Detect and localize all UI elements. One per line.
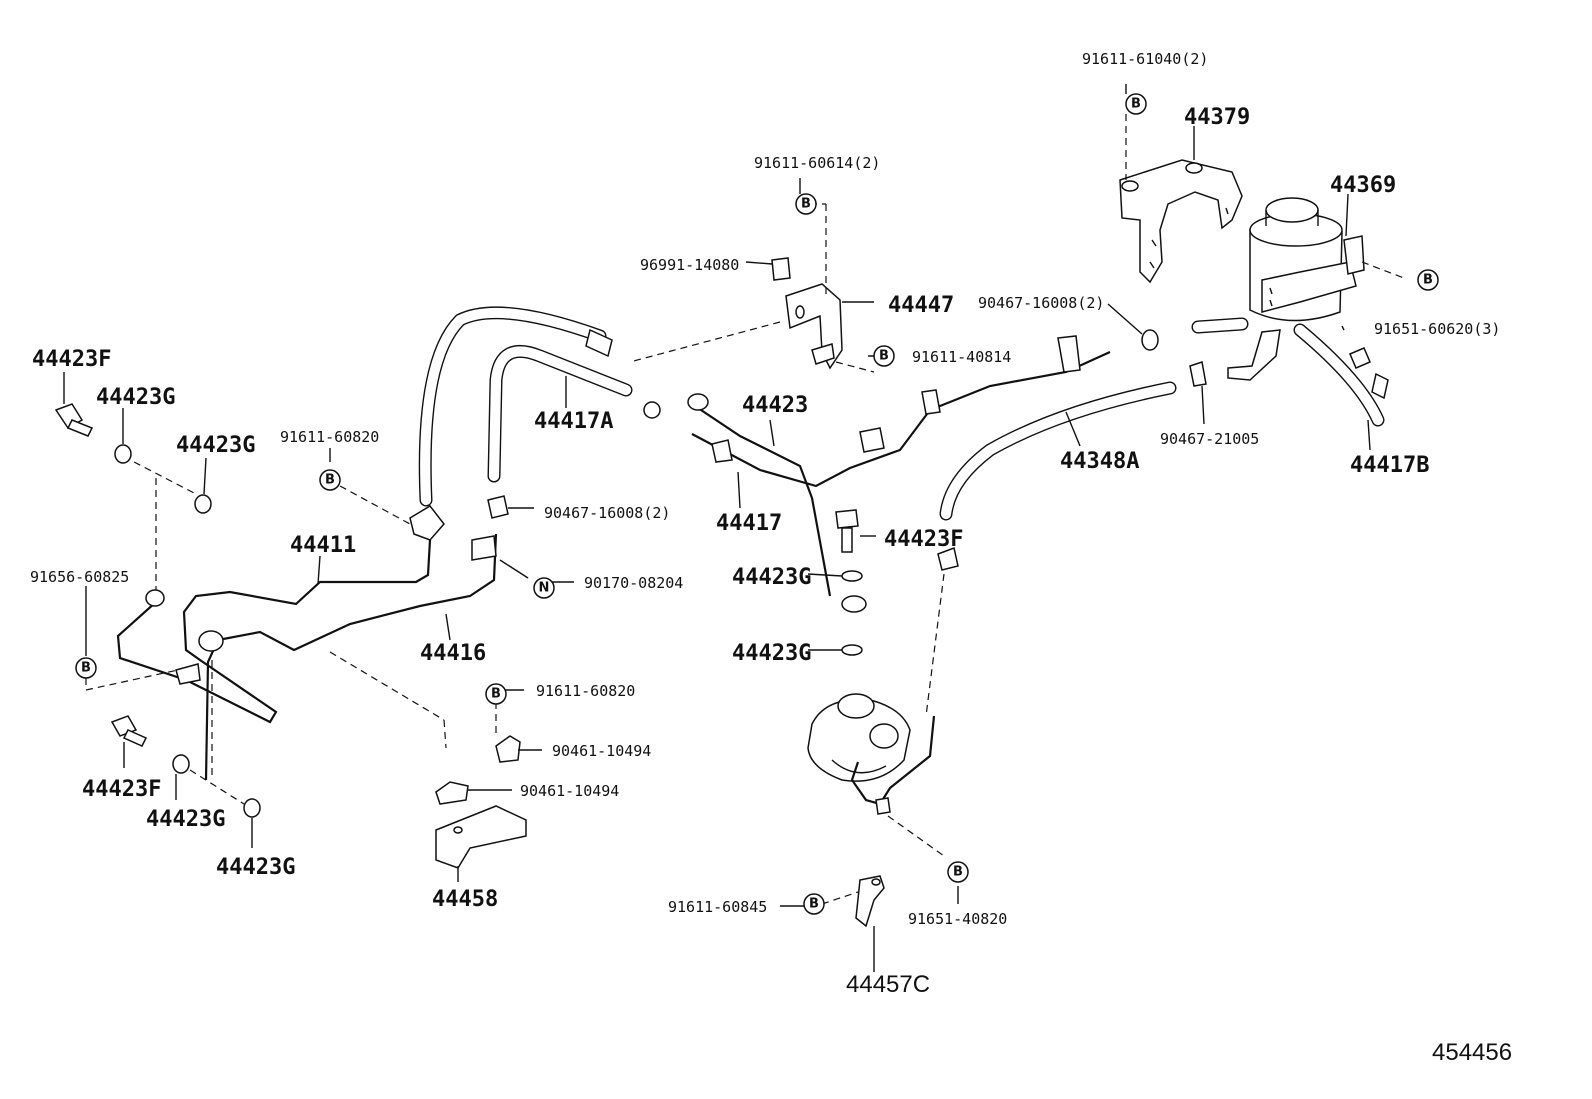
label-44379: 44379	[1184, 105, 1250, 130]
svg-text:B: B	[801, 197, 811, 212]
clamp-parts	[54, 257, 1207, 928]
label-96991-14080: 96991-14080	[640, 256, 739, 274]
label-44423G-c: 44423G	[732, 565, 811, 590]
svg-text:B: B	[491, 687, 501, 702]
bolt-symbol: B	[319, 469, 341, 491]
bolt-symbol: B	[485, 683, 507, 705]
label-91651-40820: 91651-40820	[908, 910, 1007, 928]
bolt-symbol: B	[1417, 269, 1439, 291]
label-91611-60820-a: 91611-60820	[280, 428, 379, 446]
label-91656-60825: 91656-60825	[30, 568, 129, 586]
fastener-symbols: B B B B B N B B B B	[75, 93, 1439, 915]
label-44348A: 44348A	[1060, 449, 1139, 474]
svg-text:B: B	[953, 865, 963, 880]
bolt-symbol: B	[947, 861, 969, 883]
reservoir-bracket-44379	[1119, 159, 1243, 284]
label-44423G-a: 44423G	[96, 385, 175, 410]
pressure-hose-44411	[409, 306, 613, 541]
leader-lines	[63, 84, 1405, 972]
svg-text:B: B	[1131, 97, 1141, 112]
label-90461-10494-a: 90461-10494	[552, 742, 651, 760]
bolt-symbol: B	[1125, 93, 1147, 115]
label-44423F-top: 44423F	[32, 347, 111, 372]
bolt-symbol: B	[795, 193, 817, 215]
label-44423G-d: 44423G	[732, 641, 811, 666]
svg-text:B: B	[1423, 273, 1433, 288]
svg-text:B: B	[81, 661, 91, 676]
label-90467-21005: 90467-21005	[1160, 430, 1259, 448]
power-steering-pump	[807, 693, 936, 815]
label-44458: 44458	[432, 887, 498, 912]
label-90170-08204: 90170-08204	[584, 574, 683, 592]
nut-symbol: N	[533, 577, 555, 599]
label-44369: 44369	[1330, 173, 1396, 198]
svg-text:B: B	[879, 349, 889, 364]
label-44447: 44447	[888, 293, 954, 318]
label-44417B: 44417B	[1350, 453, 1429, 478]
svg-text:B: B	[809, 897, 819, 912]
return-hose-44417A	[487, 345, 661, 483]
part-labels: 91611-61040(2) 44379 44369 91611-60614(2…	[30, 50, 1512, 1066]
bolt-symbol: B	[75, 657, 97, 679]
label-44411: 44411	[290, 533, 356, 558]
label-44423F-mid: 44423F	[884, 527, 963, 552]
label-91611-40814: 91611-40814	[912, 348, 1011, 366]
catalog-number: 454456	[1432, 1039, 1512, 1066]
label-90461-10494-b: 90461-10494	[520, 782, 619, 800]
tube-assembly	[116, 335, 1111, 781]
label-44423: 44423	[742, 393, 808, 418]
svg-text:N: N	[539, 581, 550, 596]
reservoir-tank-44369	[1191, 197, 1389, 427]
hose-44348A	[939, 381, 1177, 521]
label-91611-60845: 91611-60845	[668, 898, 767, 916]
label-44457C: 44457C	[846, 971, 930, 998]
label-44423G-f: 44423G	[216, 855, 295, 880]
label-91611-60614: 91611-60614(2)	[754, 154, 880, 172]
bolt-symbol: B	[803, 893, 825, 915]
label-44423F-bot: 44423F	[82, 777, 161, 802]
label-91611-60820-b: 91611-60820	[536, 682, 635, 700]
label-44423G-e: 44423G	[146, 807, 225, 832]
svg-text:B: B	[325, 473, 335, 488]
label-91651-60620: 91651-60620(3)	[1374, 320, 1500, 338]
label-44423G-b: 44423G	[176, 433, 255, 458]
label-90467-16008-top: 90467-16008(2)	[978, 294, 1104, 312]
label-44417A: 44417A	[534, 409, 613, 434]
label-44417: 44417	[716, 511, 782, 536]
bolt-symbol: B	[873, 345, 895, 367]
label-91611-61040: 91611-61040(2)	[1082, 50, 1208, 68]
label-44416: 44416	[420, 641, 486, 666]
label-90467-16008-mid: 90467-16008(2)	[544, 504, 670, 522]
